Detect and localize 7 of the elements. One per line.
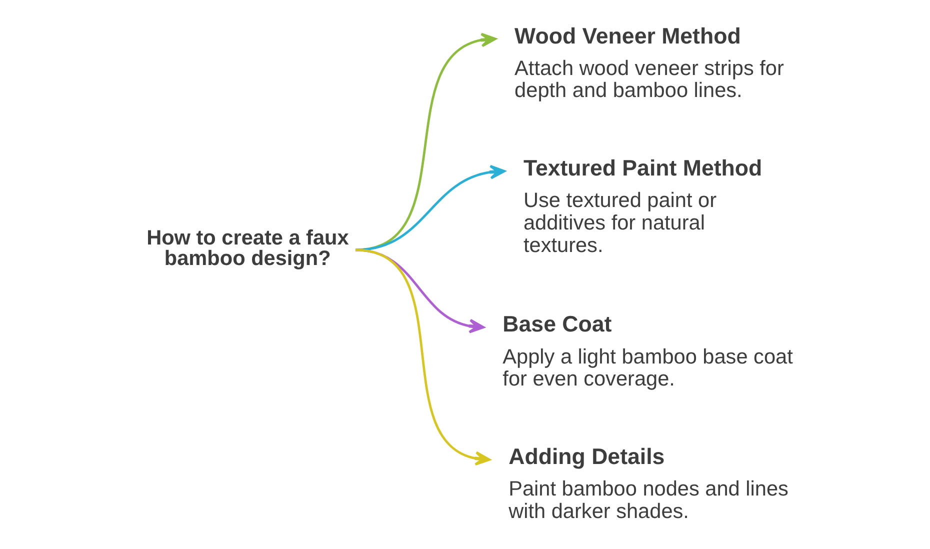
- arrow: [354, 164, 505, 252]
- node-text: Textured Paint Method Use textured paint or additives for natural textures.: [522, 156, 762, 257]
- node-text: How to create a faux bamboo design?: [146, 226, 348, 270]
- node-text: Adding Details Paint bamboo nodes and lines with darker shades.: [508, 444, 788, 523]
- node-text: Wood Veneer Method Attach wood veneer strips for depth and bamboo lines.: [514, 23, 784, 102]
- arrow: [354, 32, 496, 252]
- node-text: Base Coat Apply a light bamboo base coat for even coverage.: [502, 312, 792, 391]
